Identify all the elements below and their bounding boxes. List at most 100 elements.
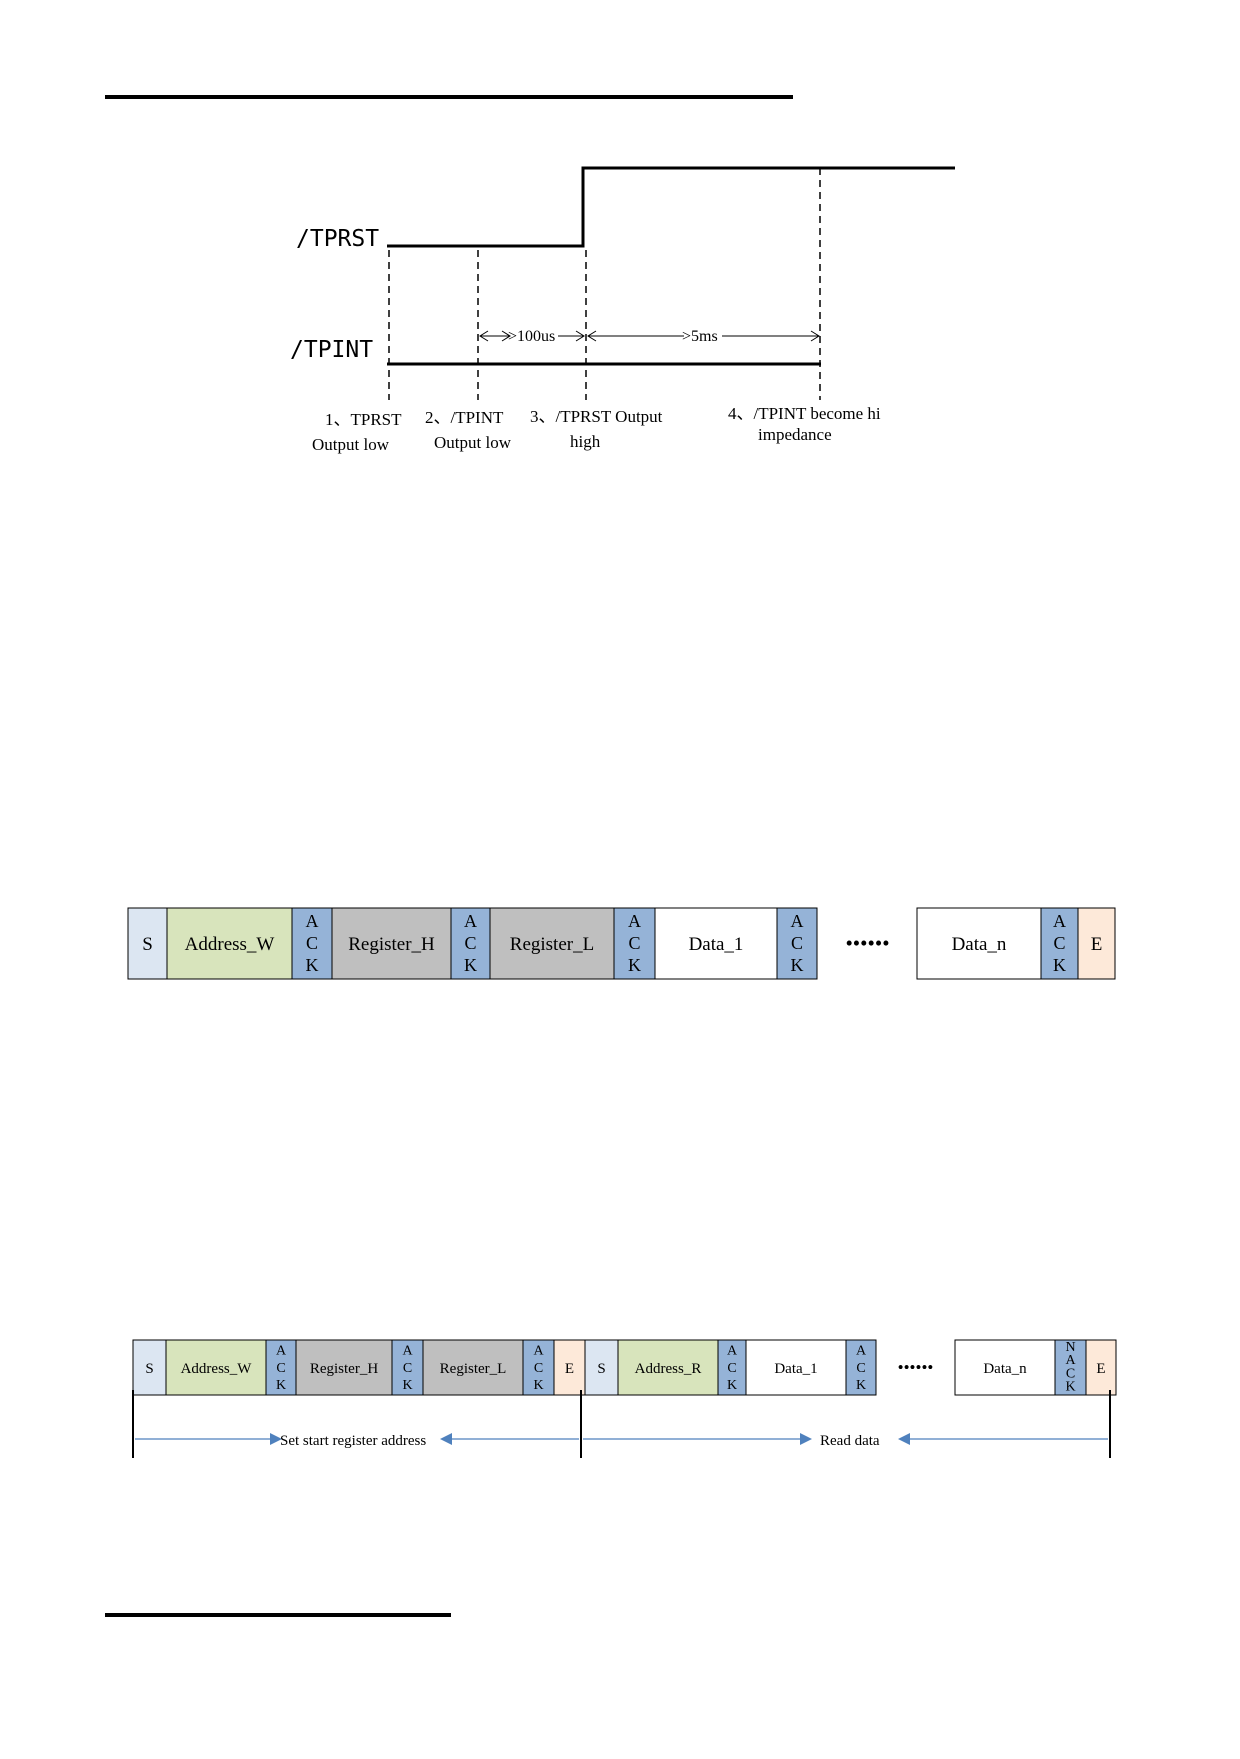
- read-field-box-8: [584, 1339, 619, 1396]
- read-field-10-a-c-k: ACK: [717, 1339, 747, 1396]
- write-field-label-7: Data_1: [689, 934, 744, 955]
- step-1-line-1: 1、TPRST: [325, 410, 402, 429]
- step-1-line-2: Output low: [312, 435, 390, 454]
- phase-1-arrowhead-right: [440, 1433, 452, 1445]
- read-field-box-14: [954, 1339, 1056, 1396]
- write-ack-letter: K: [464, 955, 477, 975]
- read-field-box-1: [165, 1339, 267, 1396]
- write-field-5-register-l: Register_L: [489, 907, 615, 980]
- read-field-2-a-c-k: ACK: [265, 1339, 297, 1396]
- read-frame-phases: Set start register address Read data: [132, 1390, 1111, 1458]
- interval-arrowhead-2b: [810, 330, 820, 342]
- read-field-5-register-l: Register_L: [422, 1339, 524, 1396]
- write-field-box-0: [127, 907, 168, 980]
- read-ack-letter: K: [856, 1378, 866, 1393]
- write-field-box-3: [331, 907, 452, 980]
- write-field-label-1: Address_W: [185, 934, 275, 955]
- write-field-box-6: [613, 907, 656, 980]
- write-field-11-a-c-k: ACK: [1040, 907, 1079, 980]
- read-field-8-s: S: [584, 1339, 619, 1396]
- read-ack-letter: N: [1065, 1340, 1075, 1355]
- read-field-label-13: ••••••: [898, 1358, 934, 1377]
- read-ack-letter: K: [402, 1378, 412, 1393]
- read-ack-letter: C: [856, 1361, 865, 1376]
- write-field-box-1: [166, 907, 293, 980]
- write-field-box-12: [1077, 907, 1116, 980]
- write-field-label-5: Register_L: [510, 934, 594, 955]
- write-ack-letter: K: [306, 955, 319, 975]
- read-field-label-9: Address_R: [635, 1361, 702, 1377]
- write-ack-letter: A: [306, 911, 319, 931]
- read-field-6-a-c-k: ACK: [522, 1339, 555, 1396]
- write-field-7-data-1: Data_1: [654, 907, 778, 980]
- write-field-label-0: S: [142, 934, 153, 955]
- phase-label-set-start-register: Set start register address: [280, 1433, 426, 1449]
- write-ack-letter: K: [791, 955, 804, 975]
- write-ack-letter: C: [628, 933, 640, 953]
- write-ack-letter: C: [464, 933, 476, 953]
- read-field-box-4: [391, 1339, 424, 1396]
- read-field-16-e: E: [1085, 1339, 1117, 1396]
- step-4-line-2: impedance: [758, 425, 832, 444]
- write-ack-letter: C: [791, 933, 803, 953]
- interval-label-5ms: >5ms: [682, 328, 718, 345]
- read-field-12-a-c-k: ACK: [845, 1339, 877, 1396]
- read-field-3-register-h: Register_H: [295, 1339, 393, 1396]
- write-ack-letter: A: [464, 911, 477, 931]
- read-field-box-7: [553, 1339, 586, 1396]
- read-field-label-3: Register_H: [310, 1361, 378, 1377]
- write-field-2-a-c-k: ACK: [291, 907, 333, 980]
- read-field-4-a-c-k: ACK: [391, 1339, 424, 1396]
- read-ack-letter: C: [534, 1361, 543, 1376]
- write-field-4-a-c-k: ACK: [450, 907, 491, 980]
- read-field-label-7: E: [565, 1361, 574, 1377]
- write-ack-letter: A: [791, 911, 804, 931]
- read-ack-letter: A: [727, 1344, 738, 1359]
- step-3-line-2: high: [570, 432, 601, 451]
- read-field-11-data-1: Data_1: [745, 1339, 847, 1396]
- write-field-8-a-c-k: ACK: [776, 907, 818, 980]
- read-ack-letter: A: [533, 1344, 544, 1359]
- write-ack-letter: K: [628, 955, 641, 975]
- write-ack-letter: K: [1053, 955, 1066, 975]
- read-ack-letter: K: [727, 1378, 737, 1393]
- write-ack-letter: C: [1053, 933, 1065, 953]
- phase-1-arrowhead-left: [270, 1433, 282, 1445]
- phase-label-read-data: Read data: [820, 1433, 880, 1449]
- write-field-label-10: Data_n: [952, 934, 1007, 955]
- step-2-line-1: 2、/TPINT: [425, 408, 504, 427]
- signal-label-tpint: /TPINT: [290, 337, 373, 363]
- write-field-9-: ••••••: [845, 931, 889, 955]
- interval-label-100us: >100us: [508, 328, 555, 345]
- read-field-0-s: S: [132, 1339, 167, 1396]
- read-ack-letter: C: [403, 1361, 412, 1376]
- write-field-box-10: [916, 907, 1042, 980]
- read-ack-letter: C: [727, 1361, 736, 1376]
- step-4-line-1: 4、/TPINT become hi: [728, 404, 881, 423]
- write-field-6-a-c-k: ACK: [613, 907, 656, 980]
- read-field-box-2: [265, 1339, 297, 1396]
- read-ack-letter: K: [1065, 1379, 1075, 1394]
- read-ack-letter: C: [276, 1361, 285, 1376]
- read-field-1-address-w: Address_W: [165, 1339, 267, 1396]
- read-field-14-data-n: Data_n: [954, 1339, 1056, 1396]
- write-field-label-12: E: [1091, 934, 1103, 955]
- step-3-line-1: 3、/TPRST Output: [530, 407, 663, 426]
- read-ack-letter: A: [1065, 1353, 1076, 1368]
- phase-2-arrowhead-left: [800, 1433, 812, 1445]
- read-field-label-11: Data_1: [774, 1361, 817, 1377]
- read-field-9-address-r: Address_R: [617, 1339, 719, 1396]
- interval-arrowhead-1c: [575, 330, 585, 342]
- read-ack-letter: K: [533, 1378, 543, 1393]
- read-field-label-1: Address_W: [181, 1361, 253, 1377]
- phase-2-arrowhead-right: [898, 1433, 910, 1445]
- read-field-label-14: Data_n: [983, 1361, 1027, 1377]
- read-field-box-6: [522, 1339, 555, 1396]
- timing-diagram: /TPRST /TPINT >100us >5ms 1、TPRST Output…: [290, 166, 955, 454]
- write-field-box-2: [291, 907, 333, 980]
- read-field-box-11: [745, 1339, 847, 1396]
- write-field-0-s: S: [127, 907, 168, 980]
